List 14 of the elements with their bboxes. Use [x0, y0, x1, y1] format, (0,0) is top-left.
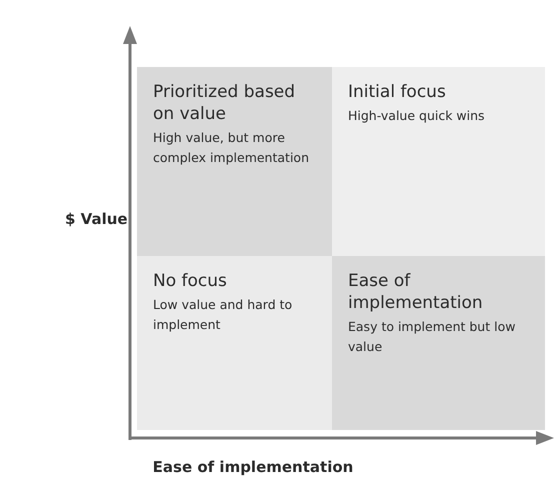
quadrant-heading: No focus — [153, 270, 228, 292]
quadrant-heading: Initial focus — [348, 81, 447, 103]
x-axis-label: Ease of implementation — [152, 458, 354, 476]
quadrant-description: High value, but more complex implementation — [153, 129, 310, 167]
quadrant-description: Easy to implement but low value — [348, 318, 516, 356]
quadrant-description: High-value quick wins — [348, 107, 486, 125]
y-axis-label: $ Value — [65, 210, 128, 228]
quadrant-box — [137, 67, 332, 256]
quadrant-description: Low value and hard to implement — [153, 296, 294, 334]
quadrant-box — [332, 256, 545, 430]
quadrant-box — [332, 67, 545, 256]
quadrant-heading: Prioritized based on value — [153, 81, 296, 125]
quadrant-box — [137, 256, 332, 430]
quadrant-heading: Ease of implementation — [348, 270, 484, 314]
